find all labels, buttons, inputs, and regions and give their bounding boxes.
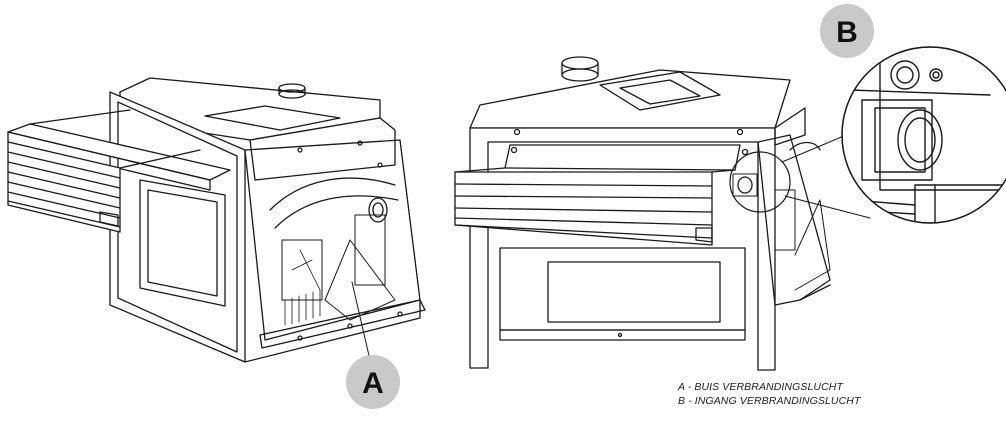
legend: A - BUIS VERBRANDINGSLUCHT B - INGANG VE… <box>678 380 861 408</box>
detail-marker-circle <box>729 151 791 213</box>
stove-front-view <box>454 56 831 371</box>
detail-magnifier <box>841 46 1006 224</box>
callout-a: A <box>346 355 400 409</box>
callout-b: B <box>820 4 874 58</box>
stove-side-view <box>7 77 426 363</box>
legend-item-a: A - BUIS VERBRANDINGSLUCHT <box>678 381 843 393</box>
callout-a-label: A <box>362 367 384 400</box>
legend-item-b: B - INGANG VERBRANDINGSLUCHT <box>678 395 861 407</box>
callout-b-label: B <box>836 16 858 49</box>
callout-a-leader <box>351 281 371 361</box>
